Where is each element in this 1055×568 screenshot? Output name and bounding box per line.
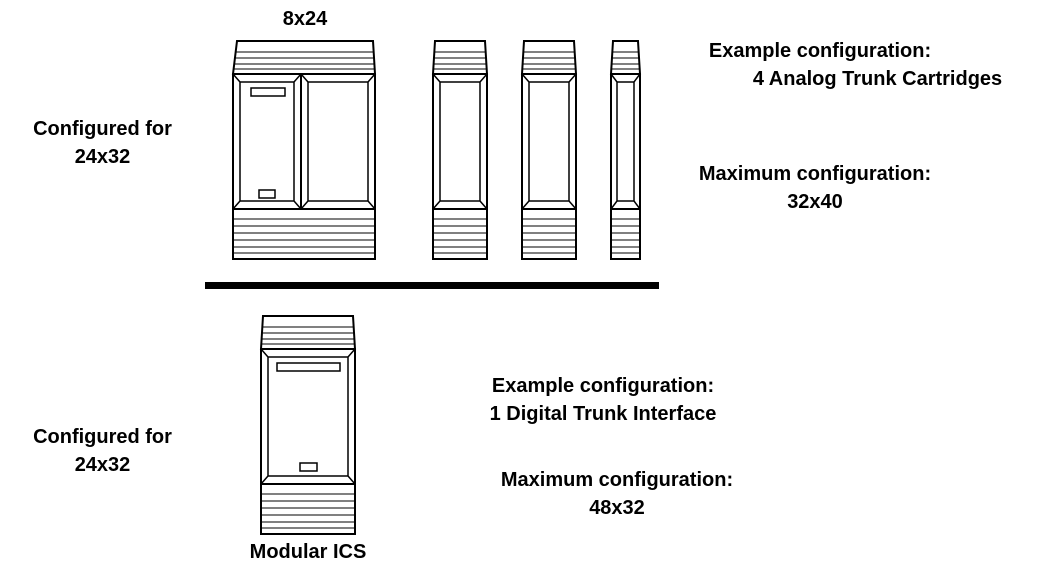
bottom-configured-for: Configured for 24x32 [0,423,205,479]
bottom-example-value: 1 Digital Trunk Interface [489,403,717,425]
top-example-configuration: Example configuration: [695,37,945,65]
bottom-maximum-configuration: Maximum configuration: 48x32 [492,466,742,522]
trunk-cartridge-2 [520,40,578,260]
bottom-maximum-heading: Maximum configuration: [500,469,734,491]
modular-ics-caption: Modular ICS [249,541,367,563]
bottom-example-configuration: Example configuration: 1 Digital Trunk I… [478,372,728,428]
top-maximum-value: 32x40 [787,191,843,213]
top-configured-for: Configured for 24x32 [0,115,205,171]
top-example-heading: Example configuration: [708,40,932,62]
bottom-configured-line-2: 24x32 [74,454,131,476]
top-example-value: 4 Analog Trunk Cartridges [752,68,1003,90]
top-maximum-configuration: Maximum configuration: 32x40 [690,160,940,216]
bottom-example-heading: Example configuration: [491,375,715,397]
main-control-unit [231,40,377,260]
bottom-maximum-value: 48x32 [589,497,645,519]
bottom-configured-line-1: Configured for [33,426,172,448]
top-maximum-heading: Maximum configuration: [698,163,932,185]
section-divider [205,282,659,289]
trunk-cartridge-1 [431,40,489,260]
modular-ics-unit [259,315,357,535]
trunk-cartridge-3 [609,40,642,260]
main-unit-size-label: 8x24 [282,8,328,30]
top-configured-line-1: Configured for [33,118,172,140]
top-configured-line-2: 24x32 [74,146,131,168]
